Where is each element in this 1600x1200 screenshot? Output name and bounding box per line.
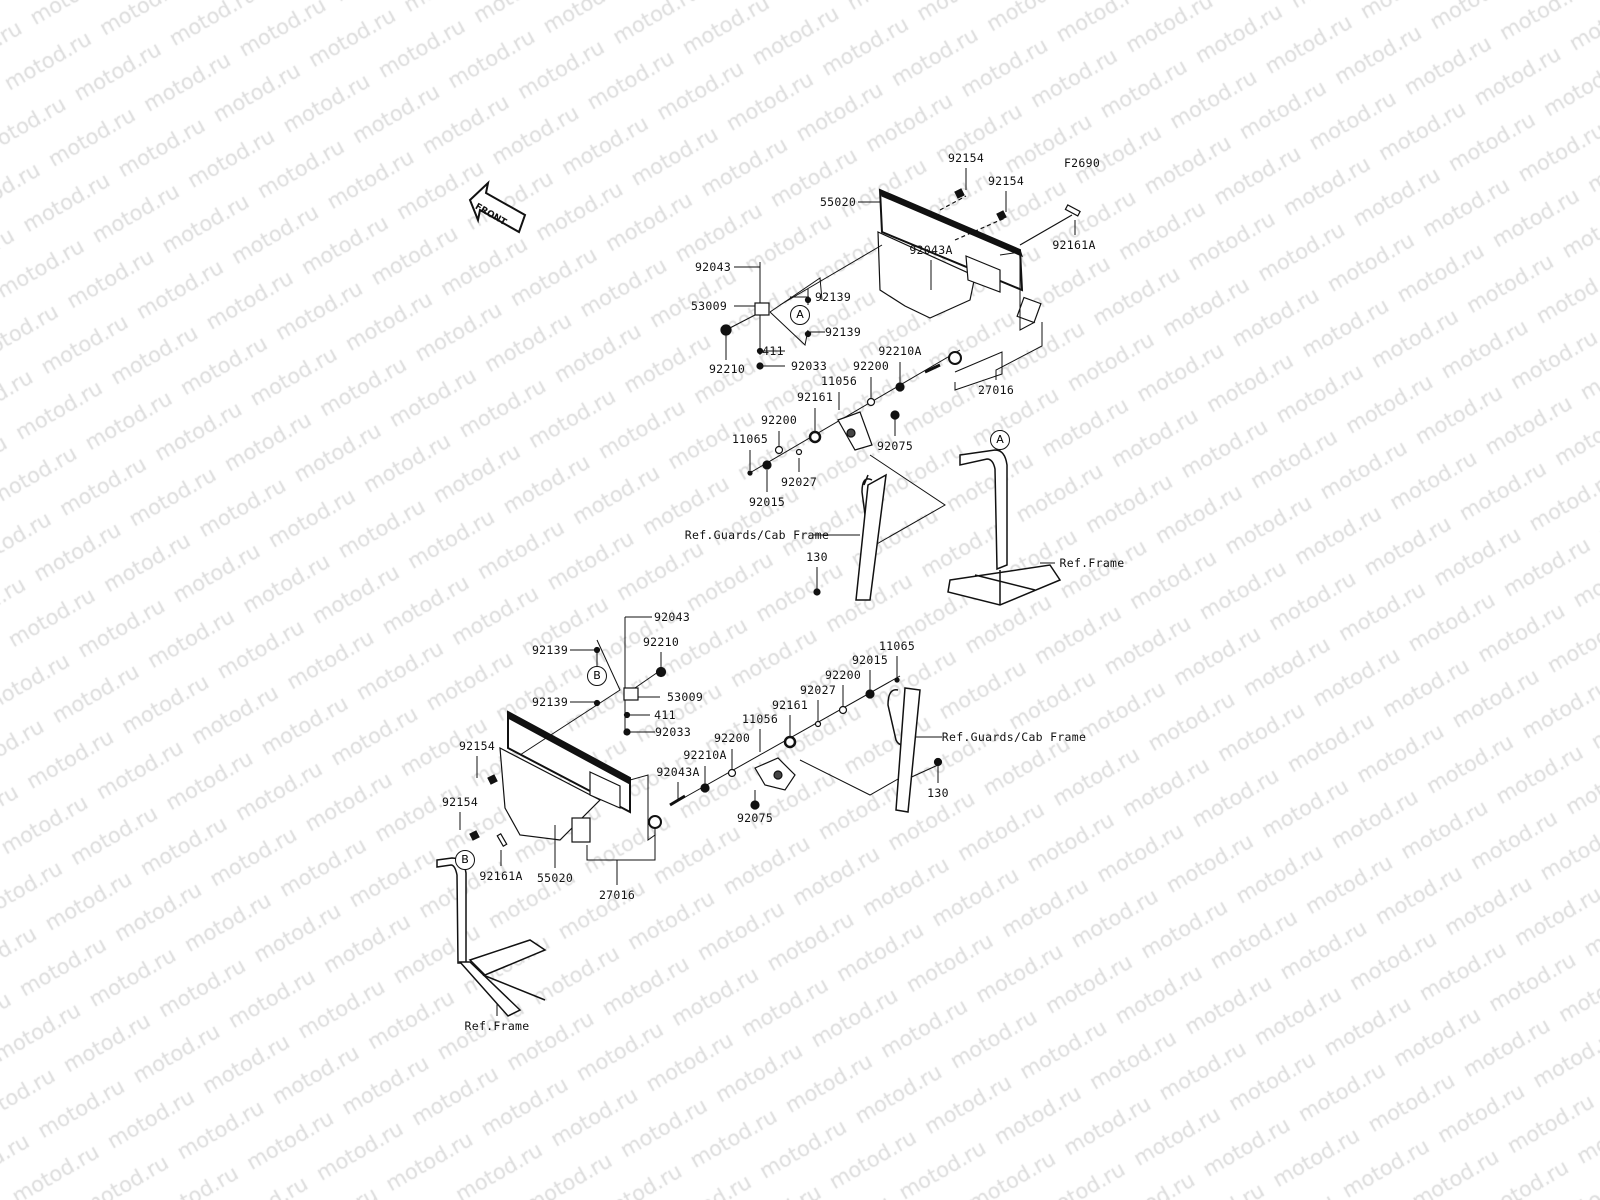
part-number-label: 53009 [666,690,704,704]
part-number-label: 92200 [852,359,890,373]
tailgate-top [877,188,1081,324]
part-number-label: 92033 [654,725,692,739]
part-number-label: 92154 [441,795,479,809]
leader-lines-bottom [459,616,942,1016]
part-number-label: 11065 [878,639,916,653]
front-arrow-icon [468,180,527,234]
part-number-label: 92200 [713,731,751,745]
part-number-label: 92139 [814,290,852,304]
part-number-label: 55020 [536,871,574,885]
part-number-label: 92161 [771,698,809,712]
reference-marker: A [990,430,1010,450]
part-number-label: 411 [762,344,784,358]
part-number-label: 92210A [878,344,922,358]
part-number-label: 11056 [820,374,858,388]
part-number-label: 92043A [909,243,953,257]
part-number-label: 92043A [656,765,700,779]
part-number-label: Ref.Frame [1059,556,1125,570]
part-number-label: 92043 [694,260,732,274]
part-number-label: 92161 [796,390,834,404]
part-number-label: 27016 [598,888,636,902]
part-number-label: 130 [806,550,828,564]
part-number-label: 27016 [977,383,1015,397]
part-number-label: 130 [927,786,949,800]
part-number-label: 92139 [531,695,569,709]
part-number-label: 92033 [790,359,828,373]
part-number-label: Ref.Guards/Cab Frame [684,528,830,542]
part-number-label: 92015 [748,495,786,509]
frame-bottom [436,687,921,1017]
part-number-label: 53009 [690,299,728,313]
part-number-label: 92154 [458,739,496,753]
part-number-label: 92015 [851,653,889,667]
hardware-top [720,296,962,596]
part-number-label: Ref.Frame [464,1019,530,1033]
part-number-label: 92210 [642,635,680,649]
part-number-label: 92200 [760,413,798,427]
part-number-label: Ref.Guards/Cab Frame [941,730,1087,744]
part-number-label: 92154 [987,174,1025,188]
part-number-label: 92154 [947,151,985,165]
frame-top [855,449,1062,606]
part-number-label: 92210 [708,362,746,376]
part-number-label: 92027 [799,683,837,697]
reference-marker: B [455,850,475,870]
part-number-label: 92210A [683,748,727,762]
tailgate-bottom [469,710,631,848]
part-number-label: 92200 [824,668,862,682]
part-number-label: 92139 [824,325,862,339]
part-number-label: 11056 [741,712,779,726]
part-number-label: 92075 [876,439,914,453]
reference-marker: A [790,305,810,325]
reference-marker: B [587,666,607,686]
part-number-label: 11065 [731,432,769,446]
part-number-label: 92043 [653,610,691,624]
part-number-label: 92161A [1052,238,1096,252]
figure-code: F2690 [1063,156,1101,170]
hardware-bottom [593,646,943,829]
part-number-label: 411 [654,708,676,722]
part-number-label: 92161A [479,869,523,883]
part-number-label: 92139 [531,643,569,657]
part-number-label: 92027 [780,475,818,489]
part-number-label: 92075 [736,811,774,825]
part-number-label: 55020 [819,195,857,209]
